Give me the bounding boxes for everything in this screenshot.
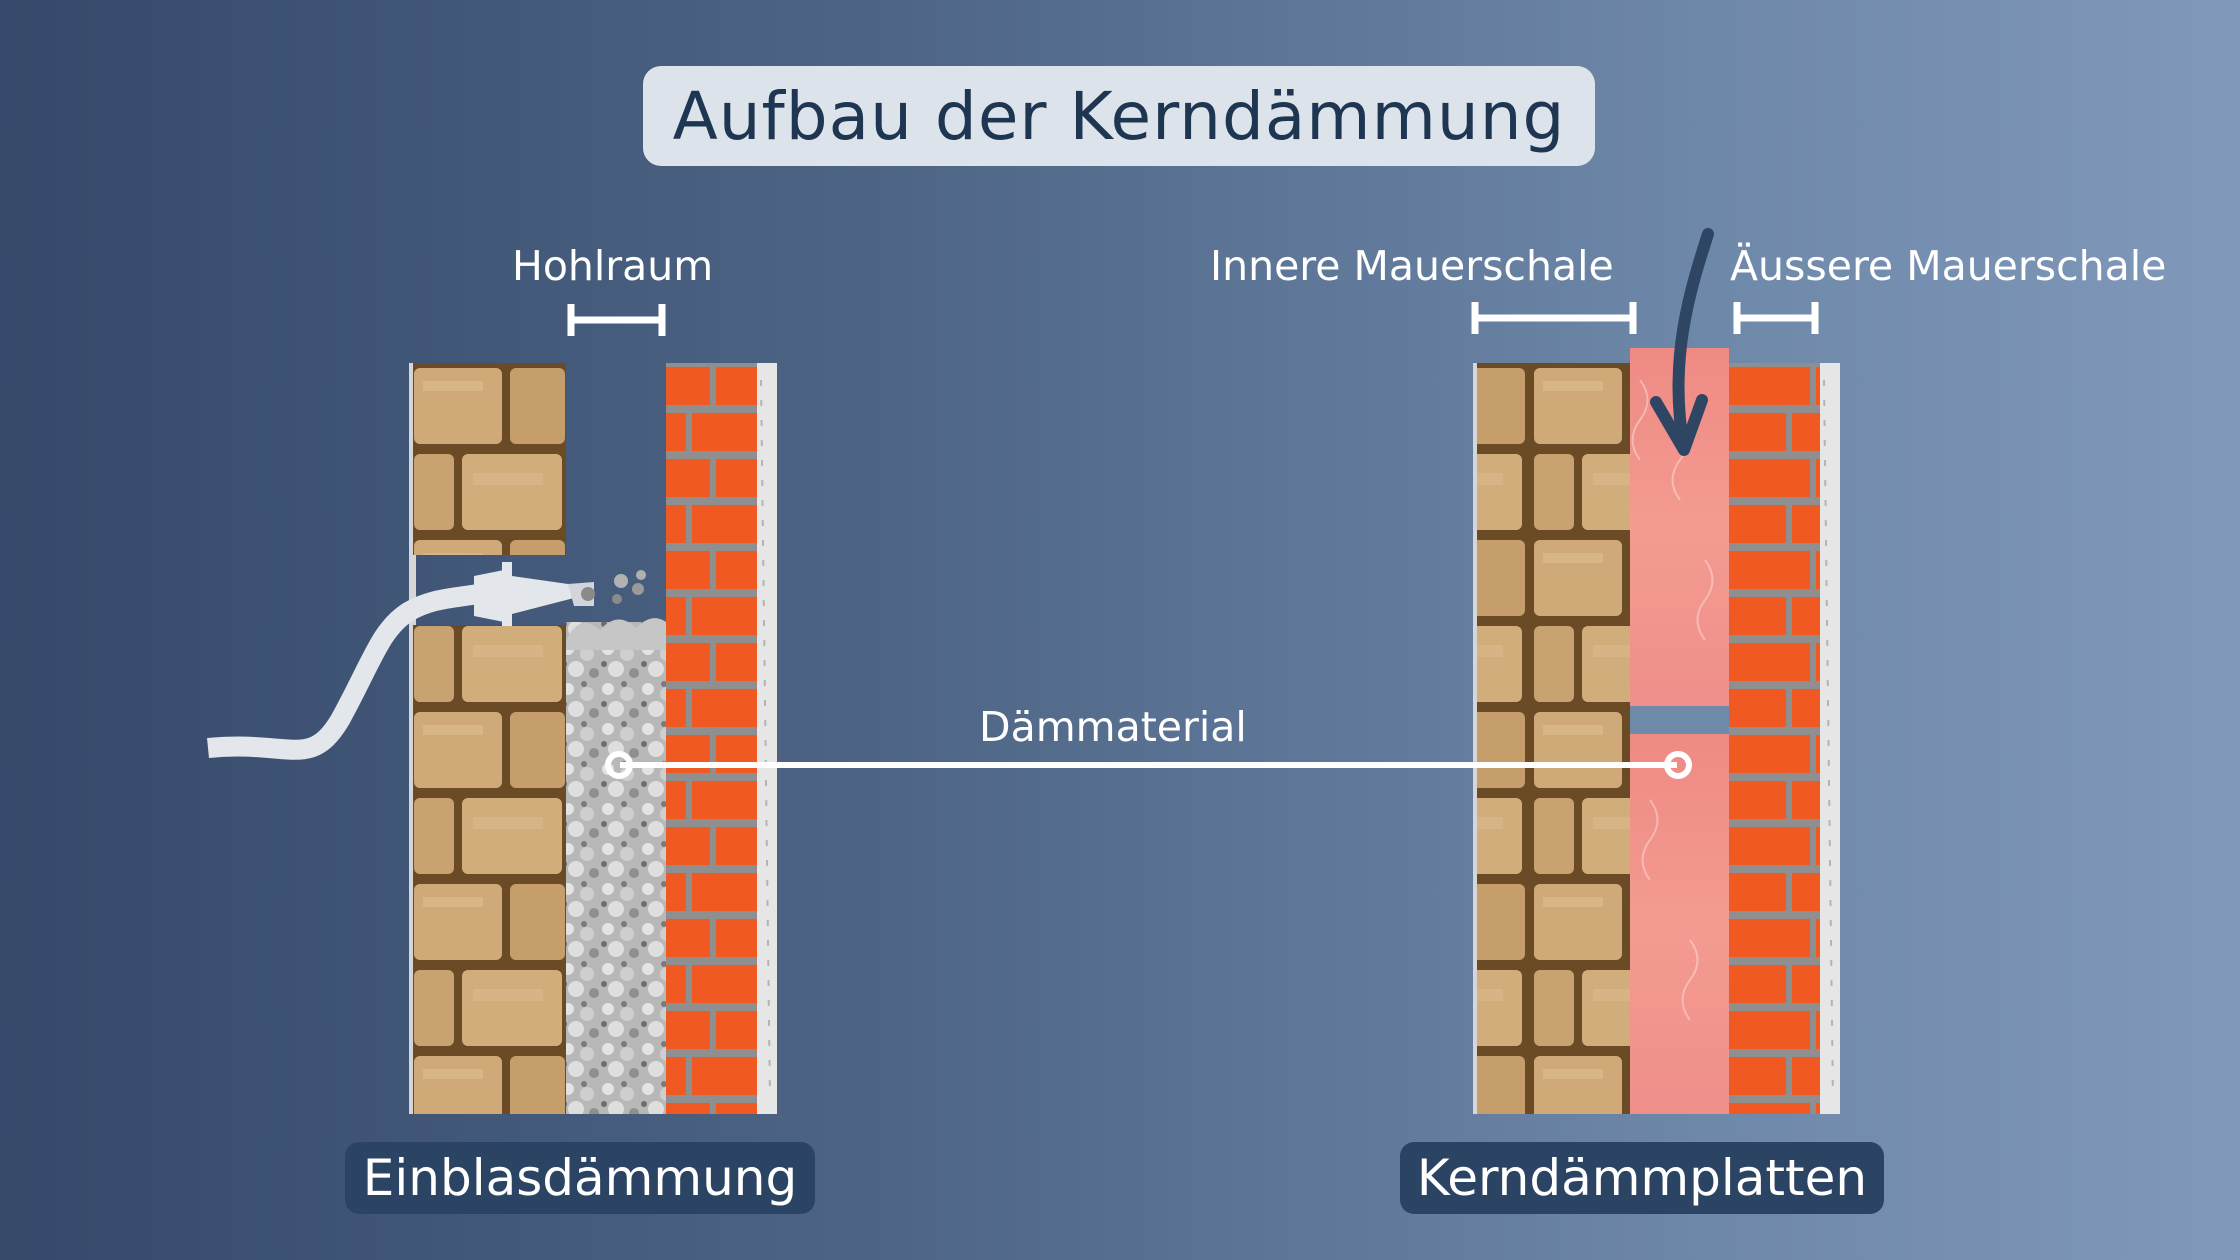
label-outer-shell: Äussere Mauerschale	[1730, 242, 2167, 290]
right-outer-shell	[1729, 363, 1820, 1114]
left-blown-insulation	[566, 622, 666, 1114]
right-outer-plaster	[1820, 363, 1840, 1114]
title-box: Aufbau der Kerndämmung	[643, 66, 1595, 166]
left-outer-shell	[666, 363, 757, 1114]
label-cavity: Hohlraum	[512, 242, 714, 290]
label-material: Dämmaterial	[979, 703, 1247, 751]
left-inner-shell-upper	[413, 363, 566, 555]
cavity-dimension-bracket	[567, 304, 666, 336]
right-board-joint	[1630, 706, 1729, 734]
inner-shell-dimension-bracket	[1471, 302, 1637, 334]
label-inner-shell: Innere Mauerschale	[1210, 242, 1614, 290]
caption-right: Kerndämmplatten	[1400, 1142, 1884, 1214]
page-title: Aufbau der Kerndämmung	[672, 77, 1566, 155]
connector-dot-right	[1664, 751, 1692, 779]
blowing-hose	[207, 562, 646, 760]
insert-arrow-icon	[1650, 228, 1714, 456]
right-inner-shell	[1477, 363, 1630, 1114]
material-connector	[605, 751, 1692, 779]
caption-right-text: Kerndämmplatten	[1416, 1149, 1868, 1207]
left-wall	[409, 363, 777, 1114]
left-inner-plaster	[409, 363, 416, 1114]
right-wall	[1473, 348, 1840, 1114]
right-inner-plaster	[1473, 363, 1480, 1114]
outer-shell-dimension-bracket	[1733, 302, 1819, 334]
right-insulation-board-lower	[1630, 734, 1729, 1114]
left-insulation-top-edge	[566, 618, 666, 650]
caption-left: Einblasdämmung	[345, 1142, 815, 1214]
caption-left-text: Einblasdämmung	[362, 1149, 798, 1207]
left-outer-plaster	[757, 363, 777, 1114]
connector-dot-left	[605, 751, 633, 779]
left-inner-shell-lower	[413, 625, 566, 1114]
